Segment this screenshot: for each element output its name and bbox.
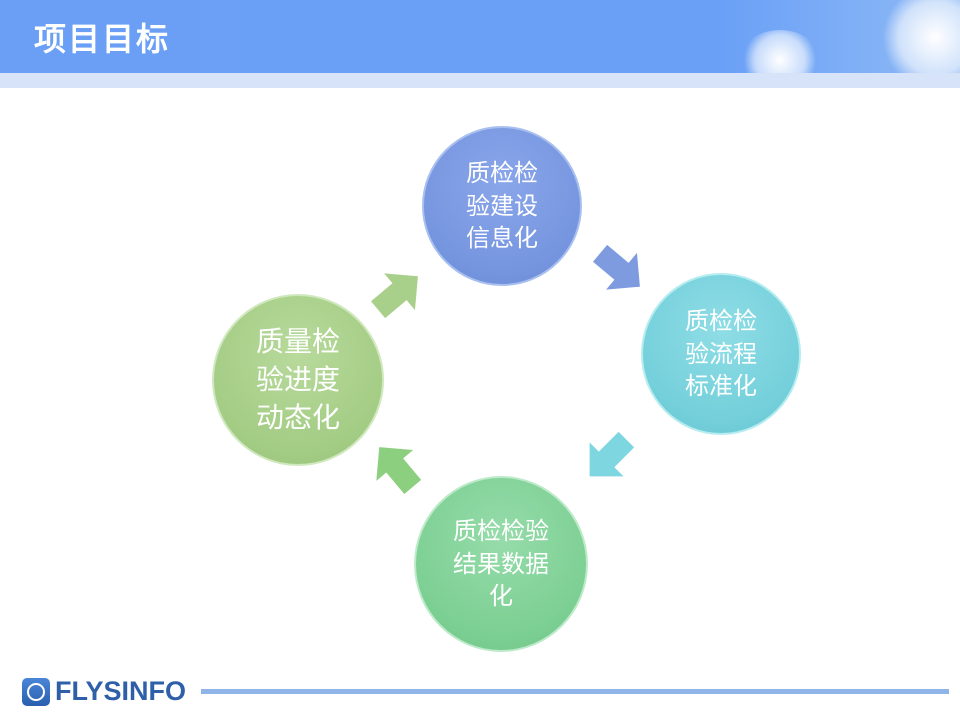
arrow-up-right-icon <box>371 273 418 319</box>
company-logo: FLYSINFO <box>22 676 186 707</box>
page-title: 项目目标 <box>34 20 171 58</box>
footer-divider <box>201 689 949 694</box>
arrow-right-down-icon <box>593 244 640 290</box>
header-band <box>0 73 960 88</box>
arrow-up-left-icon <box>376 447 422 494</box>
node-informatization: 质检检验建设信息化 <box>422 126 582 286</box>
logo-text: FLYSINFO <box>55 676 187 706</box>
logo-icon <box>22 677 50 706</box>
arrow-down-left-icon <box>589 431 635 477</box>
node-datafication: 质检检验结果数据化 <box>414 476 588 652</box>
node-standardization: 质检检验流程标准化 <box>641 273 801 435</box>
node-dynamic-progress: 质量检验进度动态化 <box>212 294 384 466</box>
title-bar: 项目目标 <box>0 0 960 90</box>
